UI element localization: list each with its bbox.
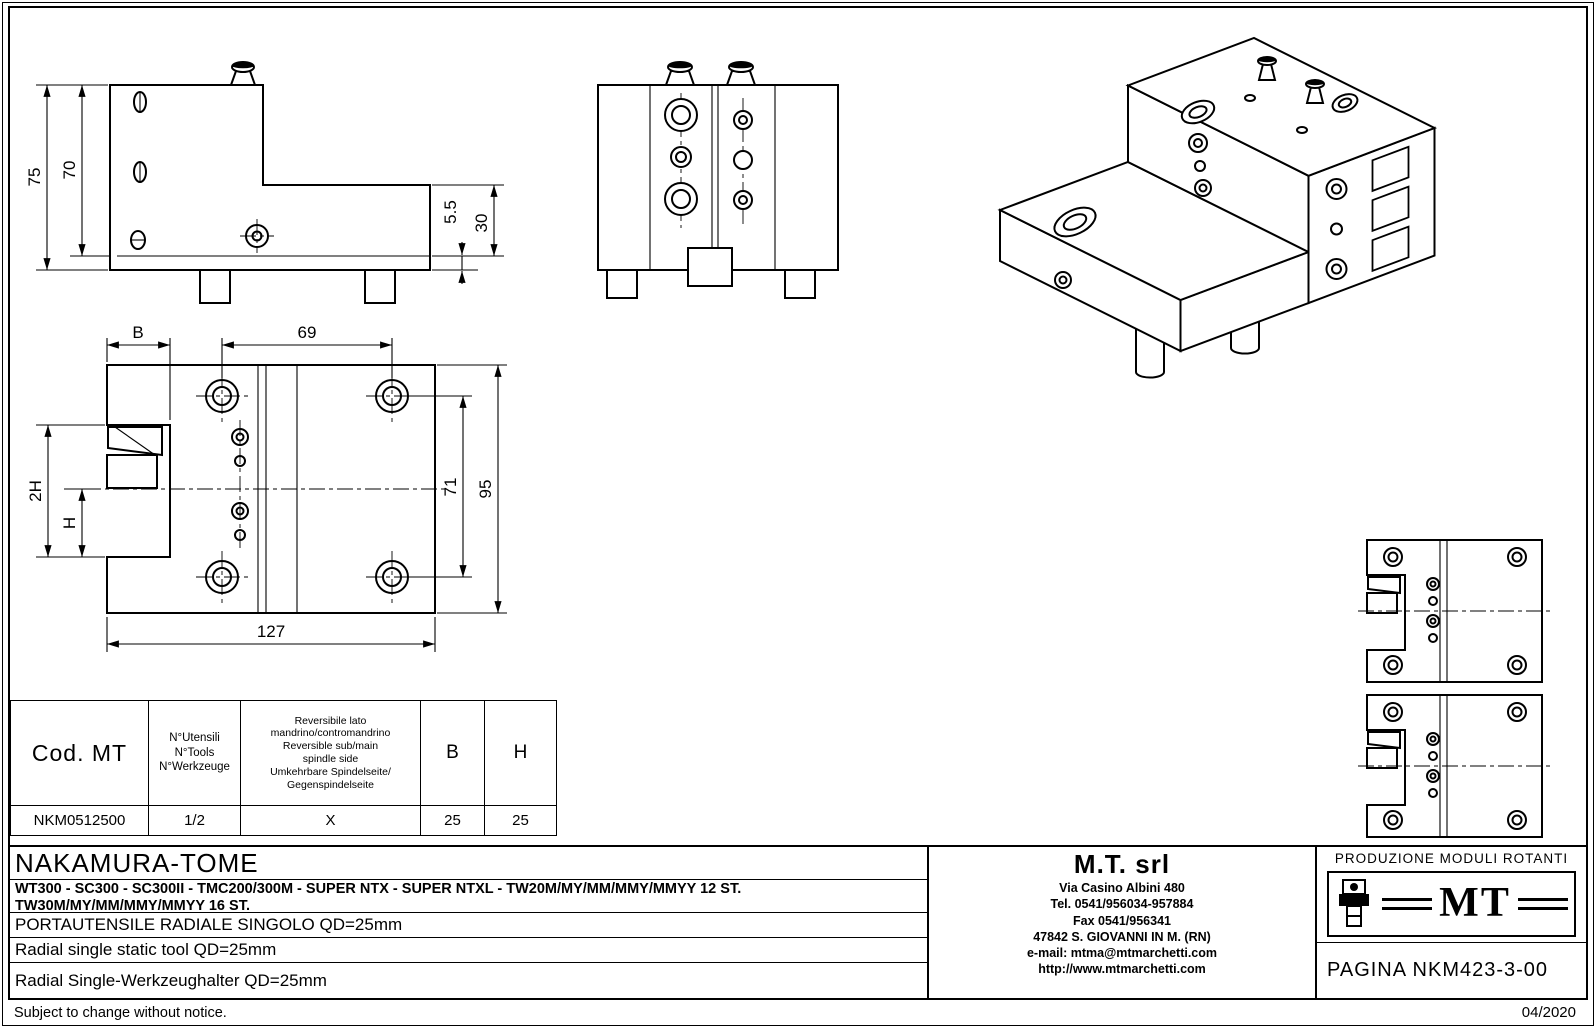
description-italian: PORTAUTENSILE RADIALE SINGOLO QD=25mm (10, 913, 927, 938)
logo-bar-right (1517, 898, 1568, 910)
table-cell-h: 25 (512, 812, 529, 829)
clamp-block (106, 454, 158, 489)
header-rev-line6: Gegenspindelseite (287, 778, 374, 791)
brand-name: NAKAMURA-TOME (10, 847, 927, 880)
logo-bar-left (1382, 898, 1433, 910)
machine-list-line1: WT300 - SC300 - SC300II - TMC200/300M - … (15, 881, 742, 897)
footer-note: Subject to change without notice. (14, 1005, 227, 1021)
clamp-pin (1257, 63, 1277, 81)
dim-label-30: 30 (472, 214, 491, 233)
mt-logo-box: MT (1327, 871, 1576, 937)
clamp-pin (229, 70, 257, 86)
dim-label-127: 127 (257, 622, 285, 641)
machine-list: WT300 - SC300 - SC300II - TMC200/300M - … (10, 880, 927, 914)
clamp-socket (1371, 185, 1410, 233)
page-number: PAGINA NKM423-3-00 (1317, 942, 1586, 998)
side-view: 75 70 5.5 30 (25, 61, 504, 304)
company-address: Via Casino Albini 480 (1059, 881, 1185, 895)
table-header-cod-mt: Cod. MT (11, 701, 149, 806)
parts-table: Cod. MT N°Utensili N°Tools N°Werkzeuge R… (10, 700, 557, 836)
title-block-left: NAKAMURA-TOME WT300 - SC300 - SC300II - … (10, 847, 927, 998)
company-email: e-mail: mtma@mtmarchetti.com (1026, 946, 1217, 960)
company-web: http://www.mtmarchetti.com (1038, 962, 1206, 977)
footer-date: 04/2020 (1521, 1004, 1576, 1021)
clamp-pin (664, 70, 696, 86)
dim-label-H: H (60, 517, 79, 529)
header-tools-it: N°Utensili (169, 731, 220, 744)
plan-view: B 69 2H H 71 95 127 (26, 323, 507, 652)
dim-label-71: 71 (441, 478, 460, 497)
dim-label-2H: 2H (26, 480, 45, 502)
header-rev-line5: Umkehrbare Spindelseite/ (270, 765, 391, 778)
table-cell-code: NKM0512500 (11, 806, 149, 835)
company-name: M.T. srl (1073, 849, 1171, 879)
table-header-h: H (485, 701, 556, 806)
clamp-socket (1371, 225, 1410, 273)
machine-list-line2: TW30M/MY/MM/MMY/MMYY 16 ST. (15, 897, 250, 914)
dim-label-75: 75 (25, 168, 44, 187)
clamp-socket (1371, 145, 1410, 193)
company-info: M.T. srl Via Casino Albini 480 Tel. 0541… (927, 847, 1317, 998)
dim-label-B: B (132, 323, 143, 342)
header-rev-line4: spindle side (302, 753, 359, 765)
title-block-right: PRODUZIONE MODULI ROTANTI MT PAGINA NKM4… (1317, 847, 1586, 998)
company-city: 47842 S. GIOVANNI IN M. (RN) (1033, 929, 1211, 944)
header-tools-de: N°Werkzeuge (159, 761, 230, 774)
dim-label-5-5: 5.5 (441, 200, 460, 224)
company-fax: Fax 0541/956341 (1072, 913, 1171, 928)
table-cell-tools: 1/2 (149, 806, 241, 835)
logo-machine-icon (1339, 879, 1370, 927)
aux-view-1 (1358, 539, 1550, 683)
clamp-pin (725, 70, 757, 86)
production-label: PRODUZIONE MODULI ROTANTI (1334, 851, 1569, 866)
header-rev-line1: Reversibile lato (294, 714, 367, 727)
dim-label-69: 69 (298, 323, 317, 342)
company-tel: Tel. 0541/956034-957884 (1050, 897, 1194, 912)
header-rev-line2: mandrino/contromandrino (270, 727, 391, 740)
clamp-pin (1305, 86, 1325, 104)
header-rev-line3: Reversible sub/main (282, 740, 379, 753)
table-header-tools: N°Utensili N°Tools N°Werkzeuge (149, 701, 241, 806)
aux-view-2 (1358, 694, 1550, 838)
table-header-reversible: Reversibile lato mandrino/contromandrino… (241, 701, 421, 806)
front-view (597, 61, 839, 299)
table-cell-reversible: X (241, 806, 421, 835)
isometric-view (997, 36, 1437, 379)
mt-logo-text: MT (1439, 880, 1511, 927)
description-english: Radial single static tool QD=25mm (10, 938, 927, 963)
dim-label-95: 95 (476, 480, 495, 499)
description-german: Radial Single-Werkzeughalter QD=25mm (15, 970, 327, 990)
title-block: NAKAMURA-TOME WT300 - SC300 - SC300II - … (8, 845, 1588, 1000)
table-header-b: B (421, 701, 485, 806)
header-tools-en: N°Tools (174, 746, 215, 759)
table-cell-b: 25 (421, 806, 485, 835)
dim-label-70: 70 (60, 161, 79, 180)
